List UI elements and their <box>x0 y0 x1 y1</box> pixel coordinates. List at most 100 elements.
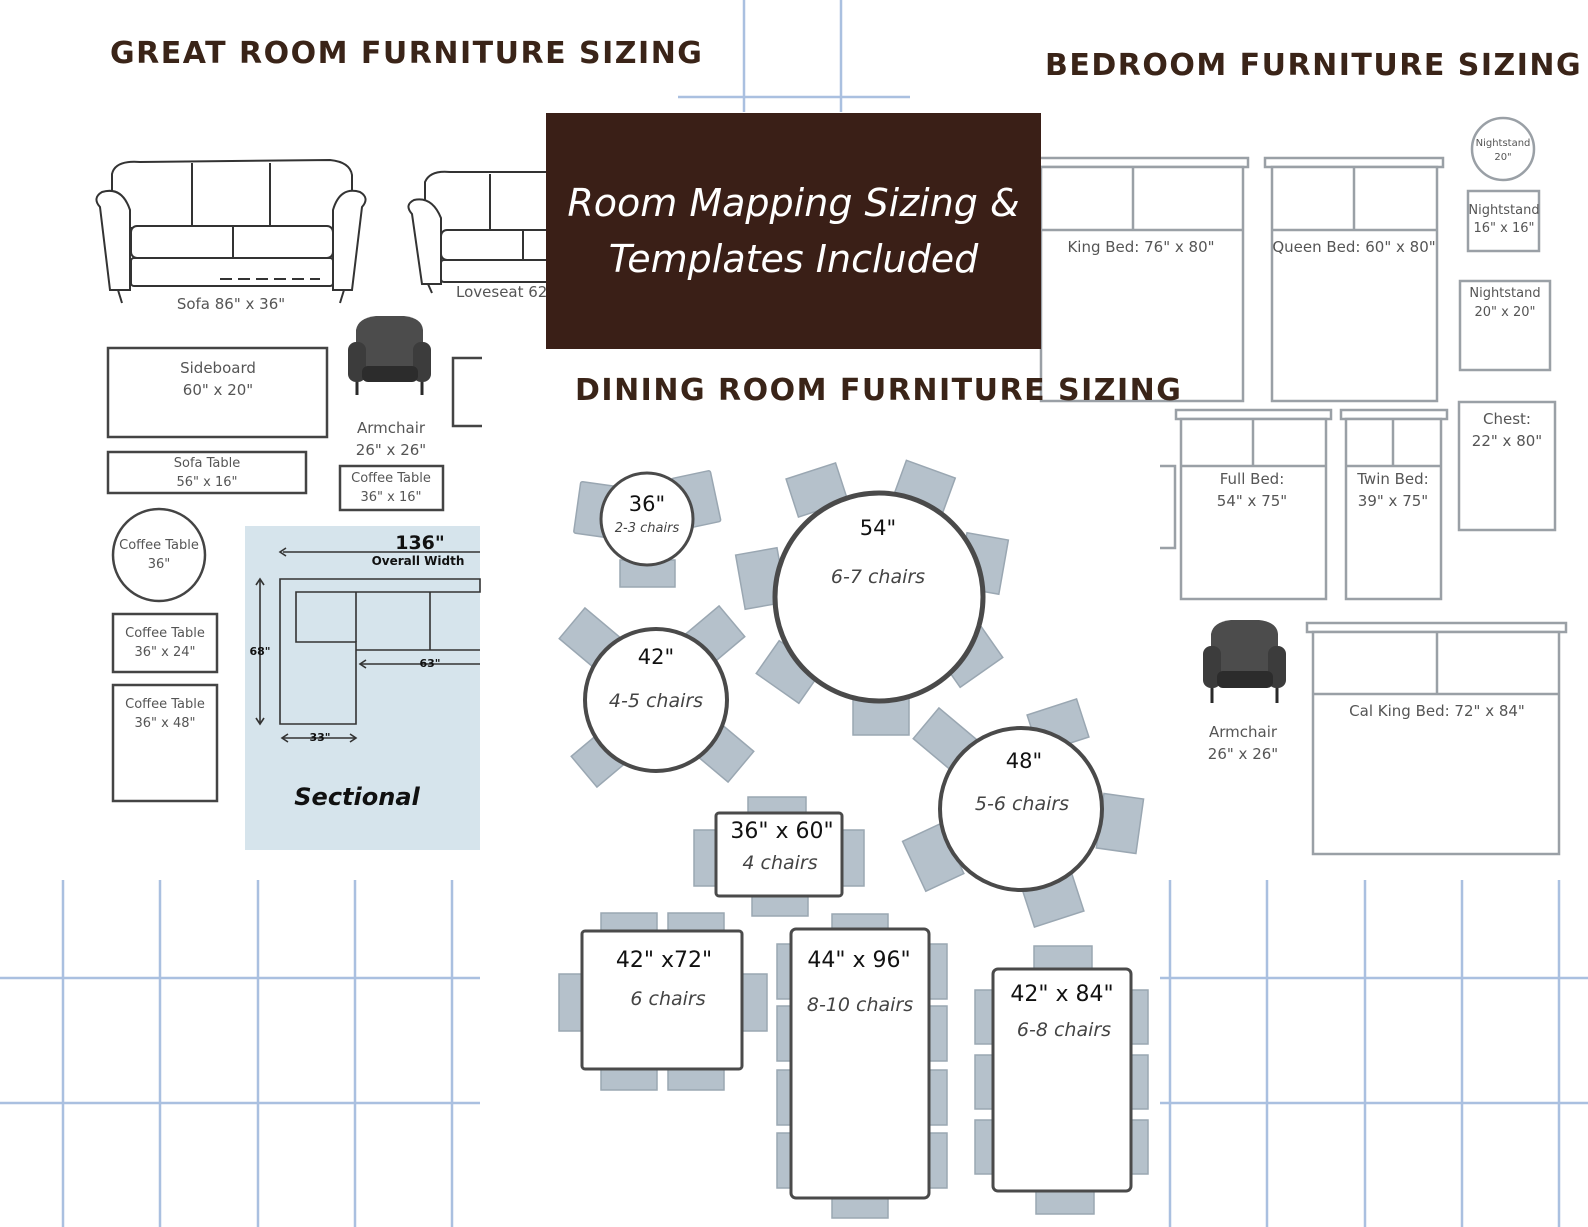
great-room-heading: GREAT ROOM FURNITURE SIZING <box>110 36 704 71</box>
dining-42x84-seats: 6-8 chairs <box>1017 1019 1111 1041</box>
sectional-inner-width: 63" <box>419 657 440 670</box>
dining-36-seats: 2-3 chairs <box>615 521 680 536</box>
nightstand-16-outline <box>1466 189 1541 253</box>
twin-bed-outline <box>1344 417 1443 601</box>
dining-table-48-round <box>938 726 1104 892</box>
bedroom-armchair-name: Armchair <box>1209 723 1278 741</box>
sectional-chaise-width: 33" <box>309 731 330 744</box>
dining-36x60-size: 36" x 60" <box>730 819 833 844</box>
sofa-table-outline <box>106 450 308 495</box>
title-banner: Room Mapping Sizing & Templates Included <box>546 113 1041 349</box>
dining-48-size: 48" <box>1006 749 1042 773</box>
twin-bed-headboard <box>1339 408 1449 421</box>
sofa-drawing <box>95 158 367 304</box>
bedroom-heading: BEDROOM FURNITURE SIZING <box>1045 48 1583 83</box>
armchair-size: 26" x 26" <box>356 441 426 459</box>
coffee-table-36x48-name: Coffee Table <box>125 697 205 712</box>
coffee-table-round-name: Coffee Table <box>119 538 199 553</box>
sectional-label: Sectional <box>294 783 420 811</box>
king-bed-label: King Bed: 76" x 80" <box>1067 238 1214 256</box>
dining-table-36-round <box>599 471 695 567</box>
chest-size: 22" x 80" <box>1472 432 1542 450</box>
nightstand-16-name: Nightstand <box>1468 203 1539 218</box>
dining-42x84-size: 42" x 84" <box>1010 982 1113 1007</box>
sideboard-name: Sideboard <box>180 359 256 377</box>
sectional-overall-width-label: Overall Width <box>372 554 465 568</box>
dining-table-36x60 <box>714 811 844 898</box>
banner-line-2: Templates Included <box>608 237 979 281</box>
coffee-table-36x24-outline <box>111 612 219 674</box>
coffee-table-36x16-outline <box>338 464 445 512</box>
coffee-table-round-outline <box>111 507 207 603</box>
loveseat-drawing <box>407 170 567 294</box>
chest-name: Chest: <box>1483 410 1531 428</box>
dining-54-size: 54" <box>860 516 896 540</box>
dining-44x96-seats: 8-10 chairs <box>807 994 913 1016</box>
banner-line-1: Room Mapping Sizing & <box>567 181 1020 225</box>
banner-text: Room Mapping Sizing & Templates Included <box>567 175 1019 287</box>
nightstand-round-outline <box>1470 116 1536 182</box>
twin-bed-name: Twin Bed: <box>1356 470 1428 488</box>
nightstand-20-size: 20" x 20" <box>1474 305 1535 320</box>
king-bed-outline <box>1039 165 1245 403</box>
sofa-table-size: 56" x 16" <box>176 475 237 490</box>
bedroom-armchair-icon <box>1203 620 1286 703</box>
queen-bed-label: Queen Bed: 60" x 80" <box>1272 238 1435 256</box>
sectional-overall-width: 136" <box>395 532 445 554</box>
loveseat-label: Loveseat 62" <box>456 283 554 301</box>
great-room-section: Sofa 86" x 36" Loveseat 62" Sideboard 60… <box>95 158 567 850</box>
nightstand-round-size: 20" <box>1494 152 1511 163</box>
sectional-depth: 68" <box>249 645 270 658</box>
dining-42-seats: 4-5 chairs <box>609 690 703 712</box>
dining-room-heading: DINING ROOM FURNITURE SIZING <box>575 373 1183 408</box>
coffee-table-36x24-size: 36" x 24" <box>134 645 195 660</box>
cal-king-bed-headboard <box>1305 621 1568 634</box>
sofa-label: Sofa 86" x 36" <box>177 295 285 313</box>
dining-42-size: 42" <box>638 645 674 669</box>
sofa-table-name: Sofa Table <box>174 456 241 471</box>
coffee-table-36x24-name: Coffee Table <box>125 626 205 641</box>
coffee-table-36x16-name: Coffee Table <box>351 471 431 486</box>
dining-tables <box>580 471 1133 1200</box>
queen-bed-headboard <box>1263 156 1445 169</box>
dining-42x72-seats: 6 chairs <box>630 988 705 1010</box>
nightstand-round-name: Nightstand <box>1476 138 1531 149</box>
bedroom-section <box>1036 116 1568 856</box>
dining-42x72-size: 42" x72" <box>616 948 712 973</box>
full-bed-size: 54" x 75" <box>1217 492 1287 510</box>
cal-king-bed-label: Cal King Bed: 72" x 84" <box>1349 702 1525 720</box>
coffee-table-round-size: 36" <box>148 557 171 572</box>
sectional-drawing <box>255 547 481 743</box>
dining-table-42x72 <box>580 929 744 1071</box>
armchair-name: Armchair <box>357 419 426 437</box>
nightstand-20-outline <box>1458 279 1552 372</box>
armchair-icon <box>348 316 431 395</box>
dining-44x96-size: 44" x 96" <box>807 948 910 973</box>
bedroom-armchair-size: 26" x 26" <box>1208 745 1278 763</box>
partial-box-outline <box>451 356 482 428</box>
full-bed-headboard <box>1174 408 1333 421</box>
twin-bed-size: 39" x 75" <box>1358 492 1428 510</box>
chest-outline <box>1457 400 1557 532</box>
sideboard-outline <box>106 346 329 439</box>
full-bed-name: Full Bed: <box>1220 470 1285 488</box>
sideboard-size: 60" x 20" <box>183 381 253 399</box>
dining-table-44x96 <box>789 927 931 1200</box>
sectional-panel <box>245 526 480 850</box>
coffee-table-36x48-size: 36" x 48" <box>134 716 195 731</box>
dining-36x60-seats: 4 chairs <box>742 852 817 874</box>
dining-36-size: 36" <box>629 492 665 516</box>
nightstand-16-size: 16" x 16" <box>1473 221 1534 236</box>
dining-table-42x84 <box>991 967 1133 1193</box>
dining-table-54-round <box>772 490 986 704</box>
coffee-table-36x16-size: 36" x 16" <box>360 490 421 505</box>
partial-bedroom-box <box>1160 464 1177 550</box>
coffee-table-36x48-outline <box>111 683 219 803</box>
nightstand-20-name: Nightstand <box>1469 286 1540 301</box>
dining-table-42-round <box>583 627 729 773</box>
dining-48-seats: 5-6 chairs <box>975 793 1069 815</box>
king-bed-headboard <box>1036 156 1250 169</box>
dining-54-seats: 6-7 chairs <box>831 566 925 588</box>
